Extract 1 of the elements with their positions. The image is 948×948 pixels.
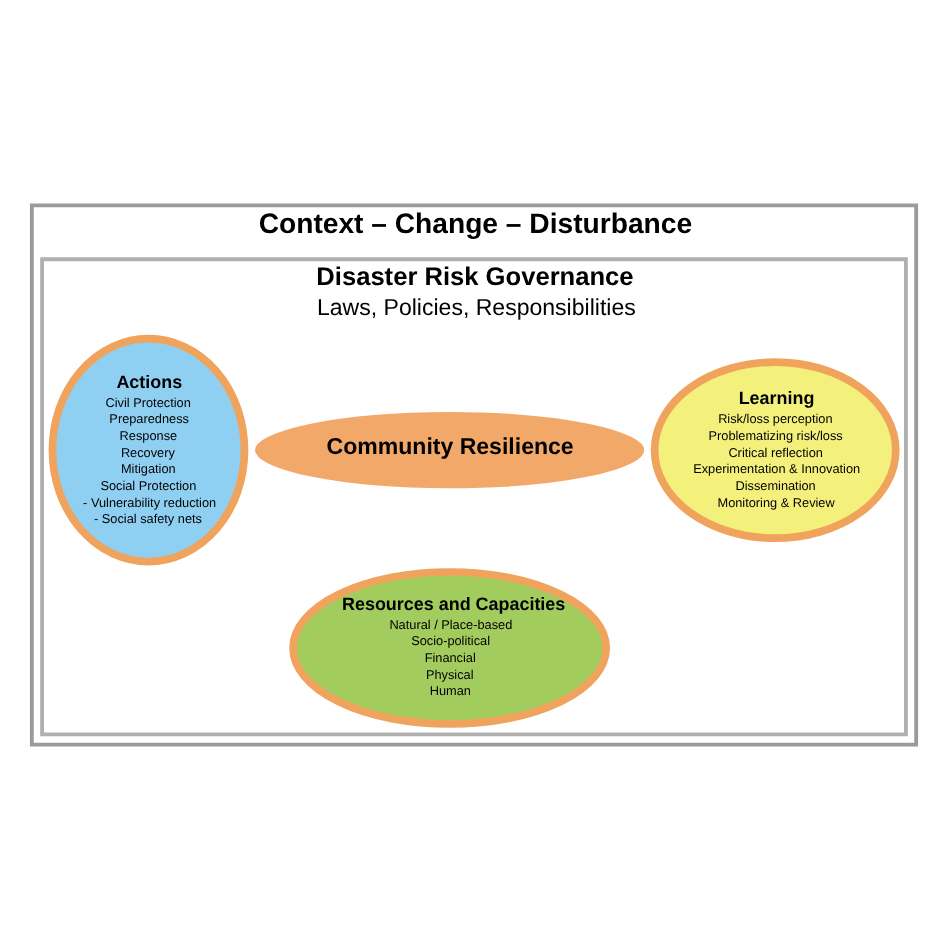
node-ellipse: Community Resilience — [251, 407, 649, 492]
